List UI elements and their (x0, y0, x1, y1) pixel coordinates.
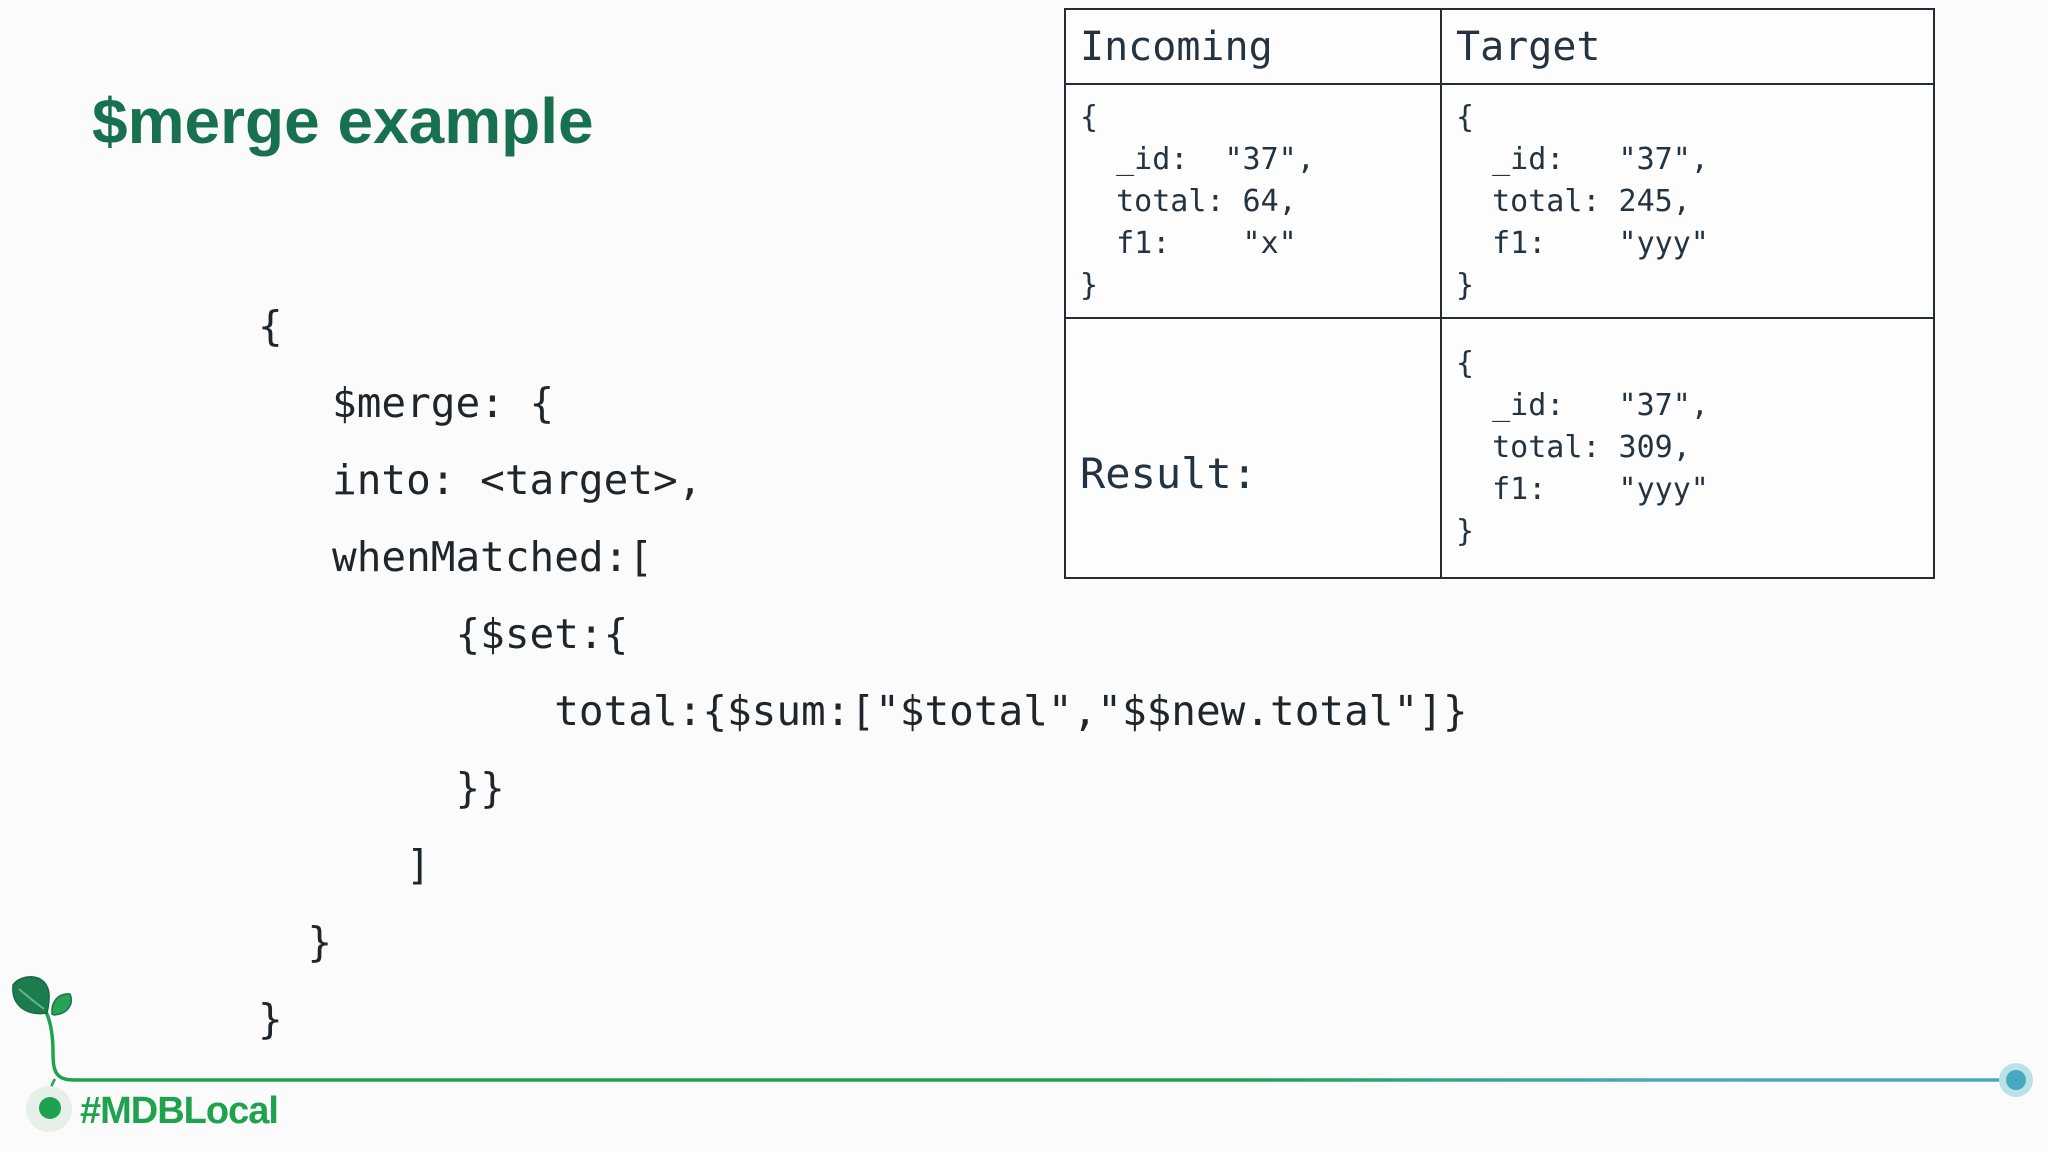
result-label: Result: (1080, 448, 1258, 498)
big-leaf-vein (18, 988, 45, 1010)
merge-pipeline-code: { $merge: { into: <target>, whenMatched:… (258, 302, 1468, 1043)
incoming-target-table: Incoming Target { _id: "37", total: 64, … (1064, 8, 1935, 579)
seed-halo (26, 1086, 72, 1132)
sprout-icon (12, 976, 72, 1132)
table-row-documents: { _id: "37", total: 64, f1: "x" } { _id:… (1064, 83, 1935, 319)
result-document: { _id: "37", total: 309, f1: "yyy" } (1456, 346, 1709, 549)
table-row-result: Result: { _id: "37", total: 309, f1: "yy… (1064, 317, 1935, 579)
table-header-row: Incoming Target (1064, 8, 1935, 85)
column-header-incoming: Incoming (1064, 8, 1442, 85)
incoming-document: { _id: "37", total: 64, f1: "x" } (1080, 100, 1315, 303)
seed-dot-icon (39, 1097, 61, 1119)
column-header-target: Target (1440, 8, 1935, 85)
page-title: $merge example (92, 85, 594, 157)
big-leaf-icon (12, 976, 50, 1015)
timeline-end-dot-icon (1999, 1063, 2033, 1097)
result-doc-cell: { _id: "37", total: 309, f1: "yyy" } (1440, 317, 1935, 579)
result-label-cell: Result: (1064, 317, 1442, 579)
incoming-doc-cell: { _id: "37", total: 64, f1: "x" } (1064, 83, 1442, 319)
small-leaf-icon (51, 993, 72, 1016)
target-doc-cell: { _id: "37", total: 245, f1: "yyy" } (1440, 83, 1935, 319)
target-document: { _id: "37", total: 245, f1: "yyy" } (1456, 100, 1709, 303)
event-hashtag: #MDBLocal (80, 1090, 279, 1132)
